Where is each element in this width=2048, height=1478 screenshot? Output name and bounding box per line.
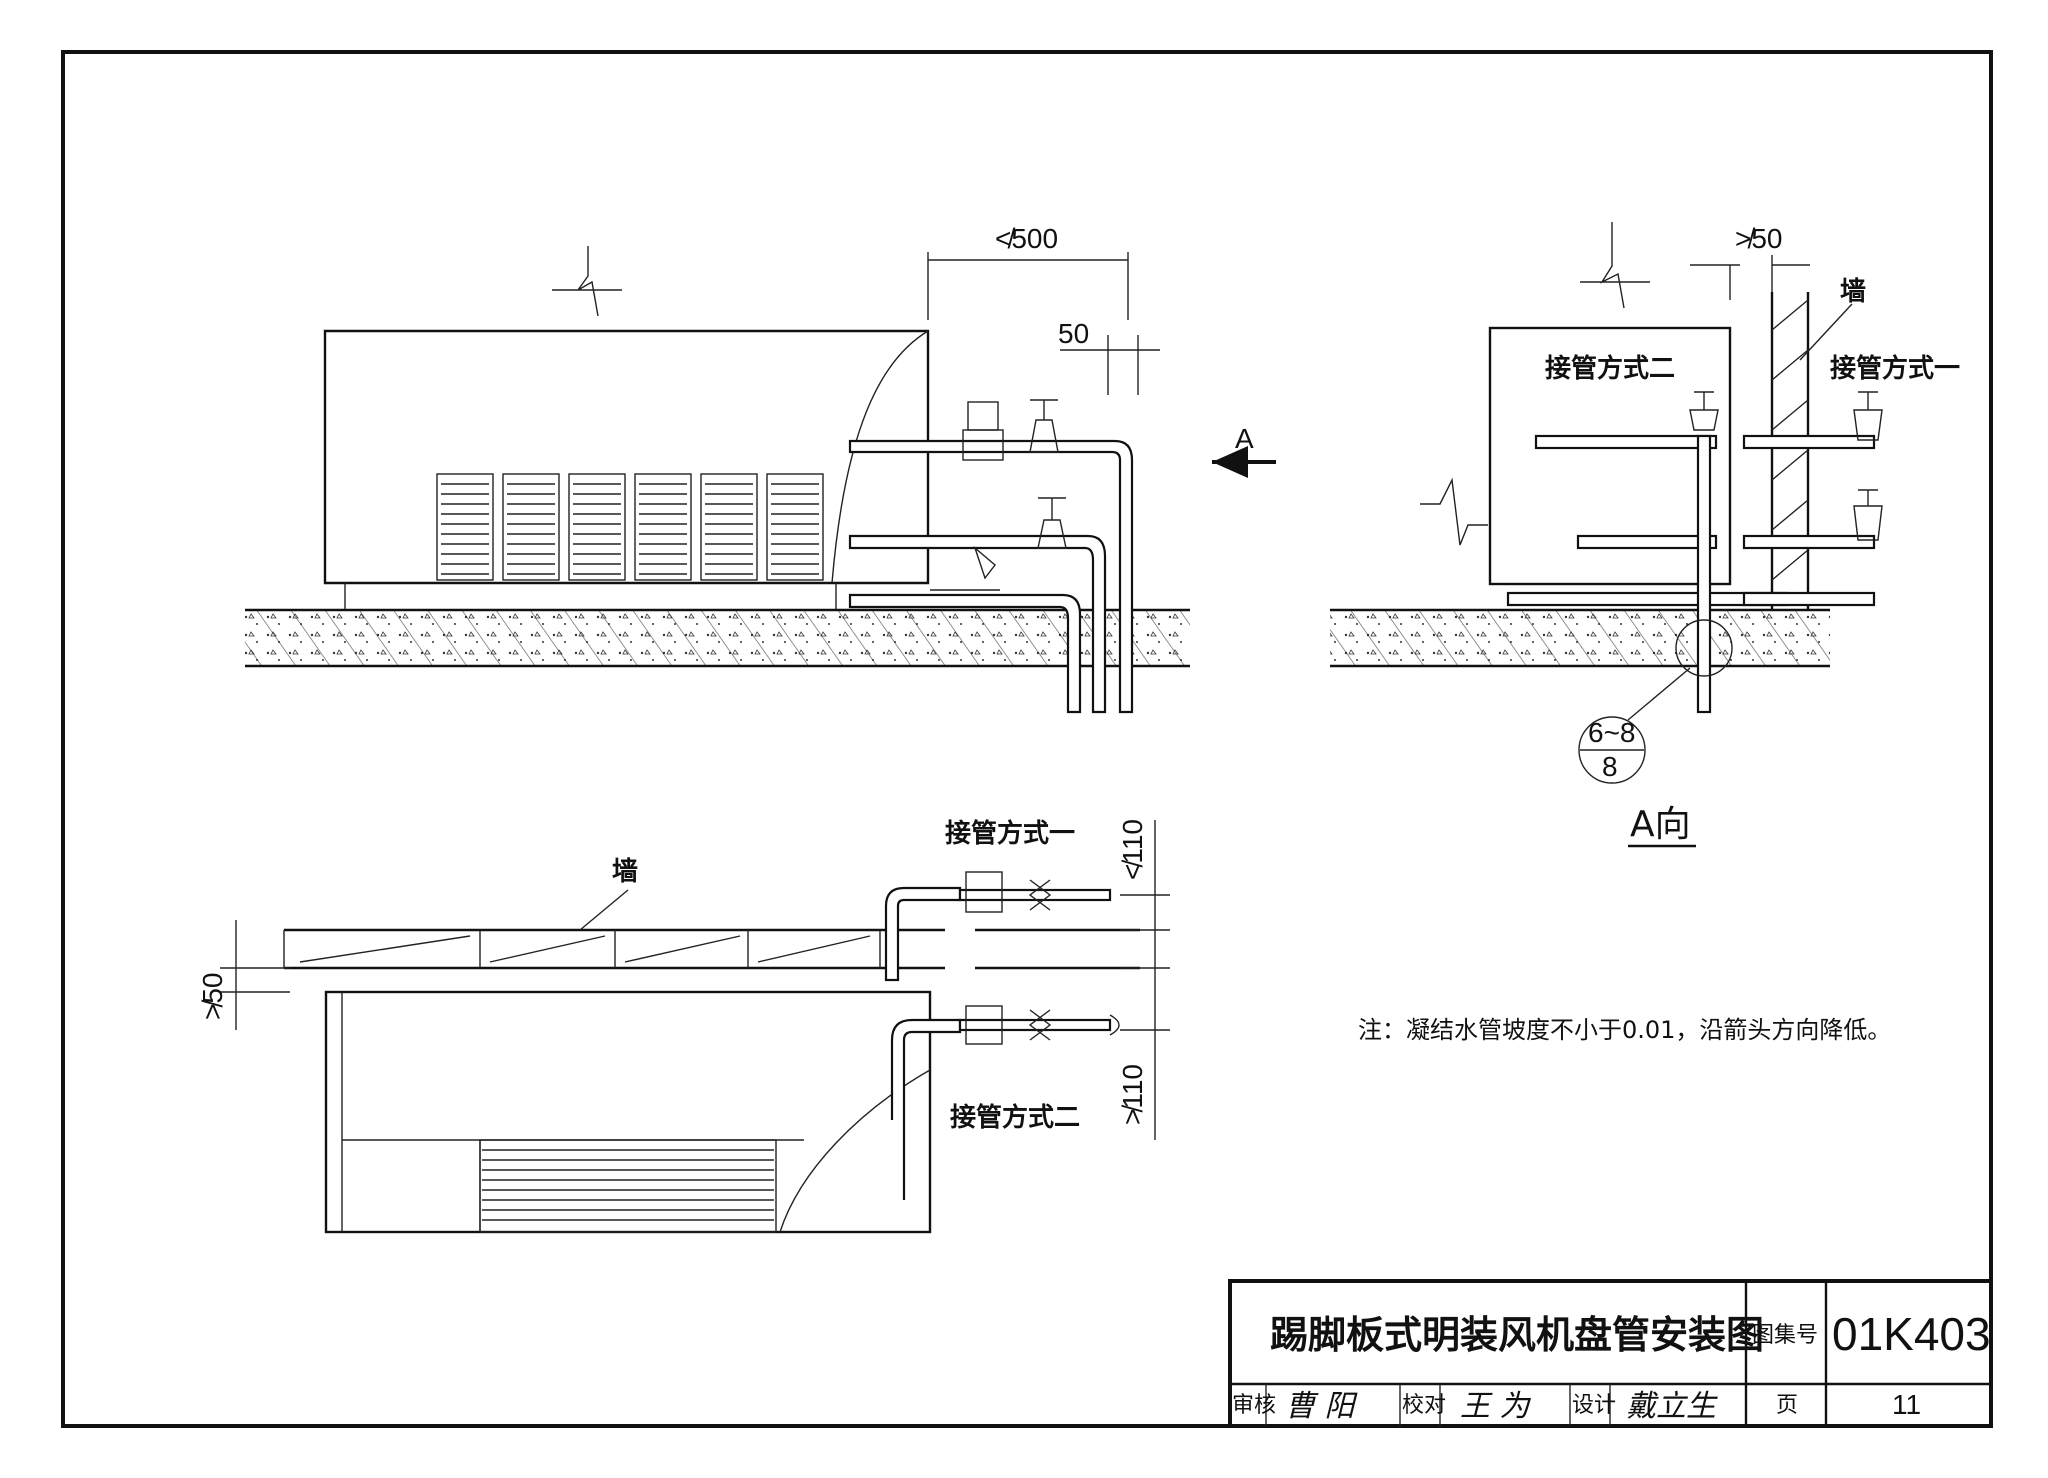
atlas-code: 01K403 — [1832, 1308, 1991, 1360]
elevation-dimensions: ≮500 50 — [927, 223, 1160, 395]
dim-min-110: ≯110 — [1117, 1064, 1148, 1125]
drawing-title: 踢脚板式明装风机盘管安装图 — [1270, 1313, 1764, 1357]
check-signature: 王 为 — [1460, 1389, 1532, 1424]
coil-fins — [479, 1139, 777, 1233]
page-number: 11 — [1892, 1389, 1921, 1420]
review-label: 审核 — [1232, 1393, 1276, 1418]
gate-valve-icon — [1853, 391, 1883, 441]
fitting-icon — [965, 1005, 1003, 1045]
detail-circle — [1675, 619, 1733, 677]
dim-min-50-plan: ≯50 — [197, 973, 228, 1021]
method-two-label-plan: 接管方式二 — [950, 1102, 1080, 1133]
floor-slab-side — [1330, 608, 1830, 668]
gate-valve-icon — [1029, 399, 1059, 453]
dim-max-500: ≮500 — [995, 223, 1058, 254]
fan-coil-casing-plan — [324, 990, 932, 1234]
valve-icon — [1028, 879, 1052, 911]
check-label: 校对 — [1402, 1393, 1446, 1418]
page-label: 页 — [1776, 1393, 1798, 1418]
wall-plan — [283, 928, 1140, 970]
break-symbol — [552, 246, 622, 317]
wall-label-plan: 墙 — [612, 857, 638, 887]
method-two-label-side: 接管方式二 — [1545, 353, 1675, 384]
atlas-label: 图集号 — [1752, 1323, 1818, 1348]
design-signature: 戴立生 — [1626, 1389, 1718, 1424]
view-arrow-label: A — [1235, 423, 1254, 454]
detail-index-bottom: 8 — [1602, 751, 1618, 782]
plan-dimensions: ≯50 ≮110 ≯110 — [197, 819, 1170, 1140]
fan-coil-casing — [323, 329, 930, 585]
air-grilles — [436, 473, 824, 581]
dim-min-50-side: ≯50 — [1735, 223, 1783, 254]
pipe-runs-plan — [884, 871, 1120, 1200]
elevation-view: ≮500 50 A — [245, 223, 1276, 714]
title-block: 踢脚板式明装风机盘管安装图 图集号 01K403 审核 曹 阳 校对 王 为 设… — [1228, 1279, 1993, 1428]
casing-cut-line — [831, 330, 929, 584]
method-one-label-side: 接管方式一 — [1830, 353, 1960, 384]
method-one-label-plan: 接管方式一 — [945, 818, 1075, 849]
pipe-runs — [848, 399, 1134, 714]
plan-view: 墙 ≯50 ≮110 ≯110 接管方式一 接管方式二 — [197, 818, 1170, 1234]
strainer-icon — [973, 545, 996, 580]
dim-50: 50 — [1058, 318, 1089, 349]
gate-valve-icon — [1037, 497, 1067, 549]
fitting-icon — [965, 871, 1003, 913]
view-title-a: A向 — [1630, 804, 1691, 845]
floor-slab — [245, 608, 1190, 668]
sheet-border — [61, 50, 1993, 1428]
break-symbol — [1580, 222, 1650, 309]
gate-valve-icon — [1689, 391, 1719, 431]
wall-side — [1770, 292, 1810, 610]
design-label: 设计 — [1572, 1393, 1616, 1418]
detail-index-top: 6~8 — [1588, 717, 1636, 748]
electric-valve — [967, 401, 999, 431]
gate-valve-icon — [1853, 489, 1883, 541]
dim-max-110: ≮110 — [1117, 819, 1148, 880]
valve-icon — [1028, 1009, 1052, 1041]
review-signature: 曹 阳 — [1285, 1389, 1359, 1424]
pipe-runs-side — [1506, 391, 1883, 714]
fan-coil-casing-side — [1488, 326, 1732, 586]
note-text: 注：凝结水管坡度不小于0.01，沿箭头方向降低。 — [1358, 1016, 1891, 1044]
side-view-a: 墙 ≯50 6~8 8 接管方式二 接管方式一 A向 — [1330, 222, 1960, 848]
wall-label-side: 墙 — [1840, 277, 1866, 307]
break-symbol — [1420, 477, 1488, 546]
detail-index-bubble — [1578, 716, 1646, 784]
